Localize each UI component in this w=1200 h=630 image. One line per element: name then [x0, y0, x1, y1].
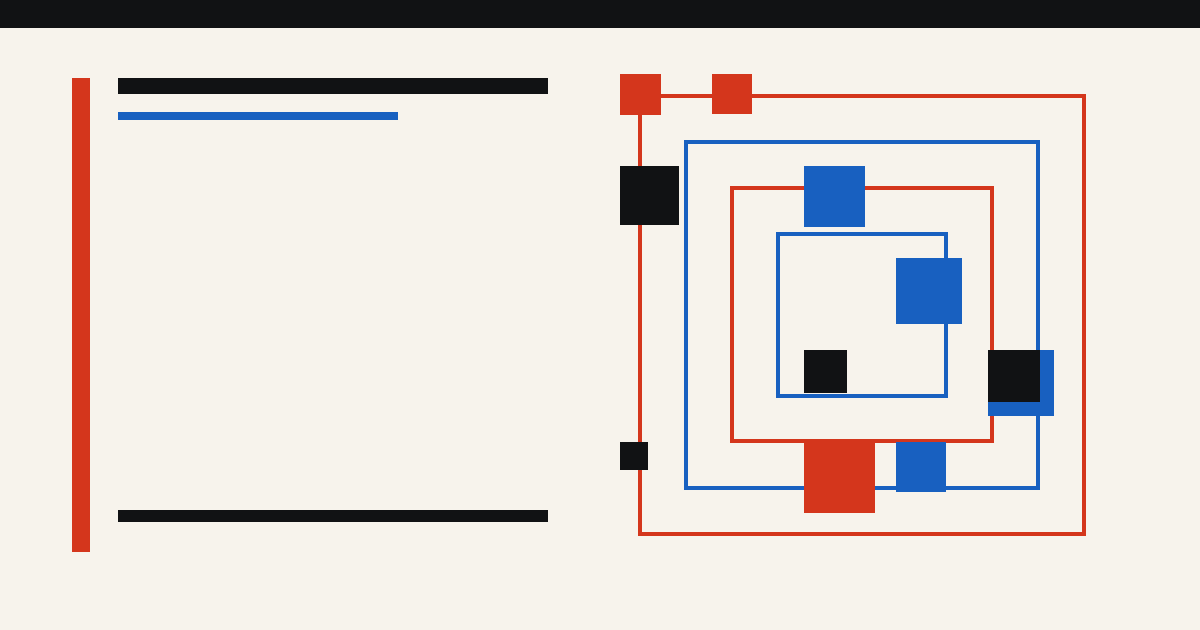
- top-bar: [0, 0, 1200, 28]
- outer-red-frame: [638, 94, 1086, 536]
- red-square-bottom: [804, 442, 875, 513]
- blue-square-center-right: [896, 258, 962, 324]
- left-vertical-accent-bar: [72, 78, 90, 552]
- black-square-small-left: [620, 442, 648, 470]
- blue-square-top: [804, 166, 865, 227]
- headline-placeholder-bar: [118, 78, 548, 94]
- footer-placeholder-bar: [118, 510, 548, 522]
- subheadline-placeholder-bar: [118, 112, 398, 120]
- red-square-top-middle: [712, 74, 752, 114]
- black-square-center: [804, 350, 847, 393]
- black-square-left: [620, 166, 679, 225]
- black-square-right-edge: [988, 350, 1040, 402]
- blue-square-bottom: [896, 442, 946, 492]
- red-square-top-left: [620, 74, 661, 115]
